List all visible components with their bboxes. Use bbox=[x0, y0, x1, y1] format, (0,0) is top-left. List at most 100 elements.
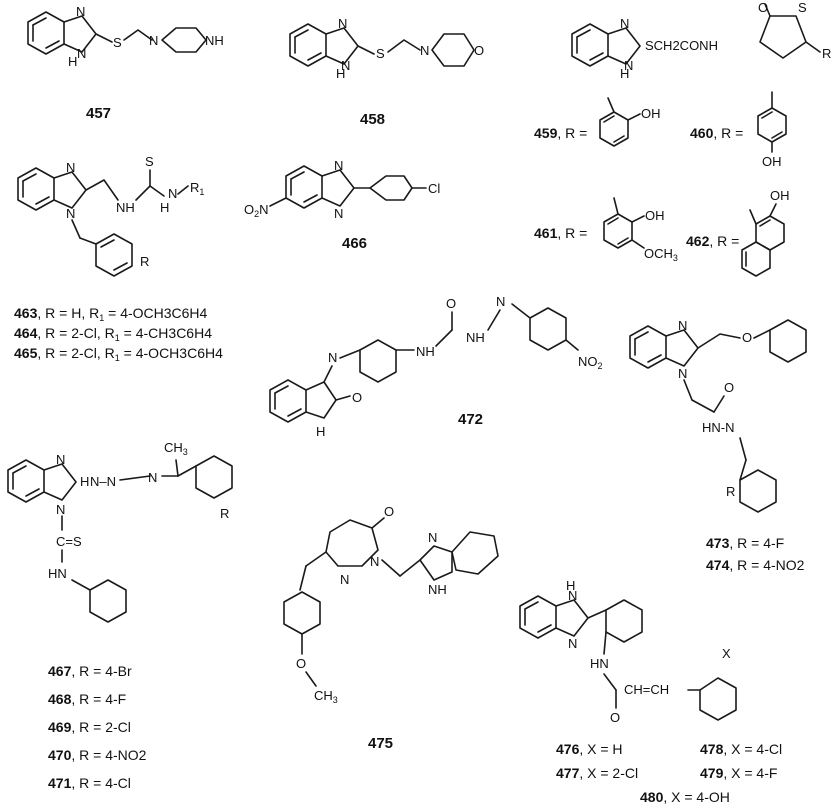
caption-480: 480, X = 4-OH bbox=[640, 789, 730, 805]
caption-459: 459, R = OH bbox=[534, 97, 661, 147]
thiazolidinone-ring bbox=[759, 15, 807, 59]
atom-n2: N bbox=[568, 636, 577, 651]
structure-463-465: N N NH S H N R1 R bbox=[17, 154, 204, 277]
atom-n: N bbox=[678, 318, 687, 333]
atom-r: R bbox=[726, 484, 735, 499]
atom-n: N bbox=[338, 16, 347, 31]
atom-n3: N bbox=[148, 470, 157, 485]
atom-hn: H bbox=[80, 474, 89, 489]
svg-text:460, R =: 460, R = bbox=[690, 125, 743, 141]
atom-n3: N bbox=[420, 43, 429, 58]
atom-r: R bbox=[140, 254, 149, 269]
atom-n2: N bbox=[334, 206, 343, 221]
atom-n: N bbox=[334, 158, 343, 173]
caption-462: 462, R = OH bbox=[686, 188, 790, 277]
caption-471: 471, R = 4-Cl bbox=[48, 775, 131, 791]
caption-464: 464, R = 2-Cl, R1 = 4-CH3C6H4 bbox=[14, 325, 212, 343]
atom-och3: OCH3 bbox=[644, 246, 678, 263]
atom-oh: OH bbox=[641, 106, 661, 121]
atom-o: O bbox=[384, 504, 394, 519]
aryl-ring bbox=[195, 455, 233, 499]
structure-457: N H N S N NH 457 bbox=[27, 4, 224, 122]
atom-o2: O bbox=[296, 656, 306, 671]
phenoxy-ring bbox=[769, 319, 807, 363]
structure-458: N H N S N O 458 bbox=[289, 16, 484, 128]
caption-476: 476, X = H bbox=[556, 741, 623, 757]
caption-460: 460, R = OH bbox=[690, 91, 787, 169]
atom-nh: H bbox=[336, 66, 345, 81]
atom-o2n: O2N bbox=[244, 202, 269, 219]
structure-459-462-core: N H N SCH2CONH O S R bbox=[571, 0, 831, 81]
atom-ch3: CH3 bbox=[164, 440, 188, 457]
atom-n: N bbox=[568, 588, 577, 603]
caption-470: 470, R = 4-NO2 bbox=[48, 747, 147, 763]
atom-ch3: CH3 bbox=[314, 688, 338, 705]
atom-nh: NH bbox=[416, 344, 435, 359]
atom-n2: N bbox=[496, 294, 505, 309]
morpholine-ring bbox=[431, 33, 475, 67]
atom-s: S bbox=[145, 154, 154, 169]
atom-r1: R1 bbox=[190, 180, 204, 197]
atom-s: S bbox=[376, 46, 385, 61]
atom-nh: NH bbox=[428, 582, 447, 597]
atom-s: S bbox=[113, 35, 122, 50]
structure-476-480: H N N HN O CH=CH X bbox=[519, 578, 737, 725]
svg-text:459, R =: 459, R = bbox=[534, 125, 587, 141]
aniline-ring bbox=[605, 599, 643, 643]
structure-466: N N O2N Cl 466 bbox=[244, 158, 440, 252]
structure-467-471: N N H N–N N CH3 R C=S HN bbox=[7, 440, 233, 623]
aryl-ring bbox=[739, 469, 777, 513]
atom-x: X bbox=[722, 646, 731, 661]
structure-475: O N N N NH O CH3 475 bbox=[283, 504, 499, 752]
atom-nn: NH bbox=[466, 330, 485, 345]
atom-hnn: HN-N bbox=[702, 420, 735, 435]
structure-473-474: N N O O HN-N R bbox=[629, 318, 807, 513]
atom-n3: N bbox=[168, 186, 177, 201]
atom-n2: N bbox=[340, 572, 349, 587]
atom-o: O bbox=[474, 43, 484, 58]
piperazine-ring bbox=[161, 27, 207, 53]
phenylene-ring bbox=[359, 339, 397, 383]
atom-h: H bbox=[620, 66, 629, 81]
atom-n: N bbox=[328, 350, 337, 365]
atom-o: O bbox=[758, 0, 768, 15]
atom-n: N bbox=[620, 16, 629, 31]
atom-n2: N bbox=[66, 206, 75, 221]
caption-469: 469, R = 2-Cl bbox=[48, 719, 131, 735]
chlorophenyl-ring bbox=[369, 175, 413, 201]
atom-n2: N bbox=[624, 58, 633, 73]
caption-461: 461, R = OH OCH3 bbox=[534, 197, 678, 263]
structure-472: O H N NH O NH N NO2 472 bbox=[269, 294, 603, 439]
atom-h: H bbox=[316, 424, 325, 439]
atom-o2: O bbox=[724, 380, 734, 395]
phenol-ring bbox=[599, 111, 629, 147]
atom-n2: N bbox=[56, 502, 65, 517]
atom-oh: OH bbox=[762, 154, 782, 169]
atom-oh: OH bbox=[645, 208, 665, 223]
atom-n3: N bbox=[149, 33, 158, 48]
caption-474: 474, R = 4-NO2 bbox=[706, 557, 805, 573]
atom-h: H bbox=[566, 578, 575, 593]
nitrophenyl-ring bbox=[529, 307, 567, 351]
atom-r: R bbox=[822, 46, 831, 61]
atom-n: N bbox=[370, 554, 379, 569]
atom-nh2: NH bbox=[205, 33, 224, 48]
chain-n-n: N–N bbox=[90, 474, 116, 489]
atom-n2: N bbox=[678, 366, 687, 381]
pyridazinone-ring bbox=[325, 519, 379, 567]
atom-oh: OH bbox=[770, 188, 790, 203]
benzyl-ring bbox=[95, 233, 133, 277]
atom-cs: C=S bbox=[56, 534, 82, 549]
atom-h: H bbox=[160, 200, 169, 215]
svg-text:461, R =: 461, R = bbox=[534, 225, 587, 241]
atom-hn: HN bbox=[590, 656, 609, 671]
compound-id-466: 466 bbox=[342, 235, 367, 252]
benzimidazole-benzene bbox=[451, 531, 499, 575]
caption-473: 473, R = 4-F bbox=[706, 535, 784, 551]
atom-s: S bbox=[798, 0, 807, 15]
atom-o: O bbox=[610, 710, 620, 725]
caption-477: 477, X = 2-Cl bbox=[556, 765, 638, 781]
caption-465: 465, R = 2-Cl, R1 = 4-OCH3C6H4 bbox=[14, 345, 223, 363]
atom-nh: H bbox=[68, 54, 77, 69]
atom-n3: N bbox=[428, 530, 437, 545]
